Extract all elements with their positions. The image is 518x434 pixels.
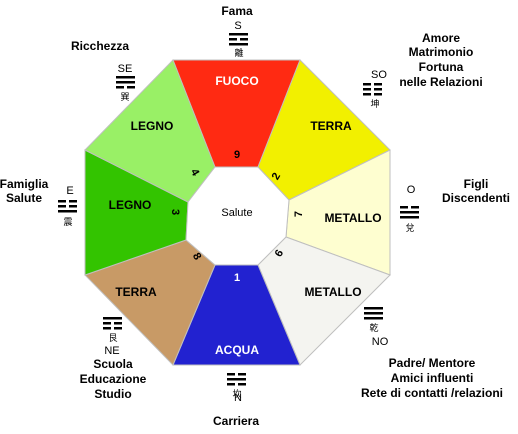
aspect-discendenti: Discendenti — [442, 191, 510, 205]
glyph-li: 離 — [234, 47, 243, 59]
sector-label-fuoco: FUOCO — [215, 74, 258, 88]
trigram-li-icon — [229, 33, 248, 46]
direction-n: N — [234, 392, 242, 404]
sector-number-9: 9 — [234, 149, 240, 161]
direction-ne: NE — [104, 345, 119, 357]
aspect-matrimonio: Matrimonio — [409, 45, 474, 59]
glyph-zhen: 震 — [63, 217, 72, 228]
sector-number-8: 8 — [190, 251, 203, 262]
sector-label-metallo-bottom: METALLO — [304, 285, 361, 299]
aspect-famiglia: Famiglia — [0, 177, 49, 191]
direction-s: S — [234, 20, 241, 32]
sector-label-metallo-top: METALLO — [324, 211, 381, 225]
aspect-nelle-relazioni: nelle Relazioni — [399, 75, 482, 89]
sector-label-acqua: ACQUA — [215, 343, 259, 357]
sector-number-3: 3 — [169, 209, 181, 215]
trigram-kun-icon — [363, 83, 382, 96]
glyph-kun: 坤 — [370, 98, 379, 110]
trigram-qian-icon — [364, 307, 383, 320]
glyph-qian: 乾 — [369, 322, 378, 334]
center-label: Salute — [221, 207, 252, 219]
trigram-xun-icon — [116, 76, 135, 89]
direction-o: O — [407, 184, 416, 196]
aspect-figli: Figli — [464, 177, 489, 191]
trigram-zhen-icon — [58, 200, 77, 213]
sector-number-6: 6 — [273, 248, 286, 259]
aspect-scuola: Scuola — [93, 357, 133, 371]
aspect-amore: Amore — [422, 31, 460, 45]
direction-e: E — [66, 185, 73, 197]
sector-label-terra-bottom: TERRA — [115, 285, 157, 299]
glyph-gen: 艮 — [108, 333, 117, 344]
direction-no: NO — [372, 336, 389, 348]
sector-number-1: 1 — [234, 272, 240, 284]
sector-label-terra-top: TERRA — [310, 119, 352, 133]
trigram-dui-icon — [400, 206, 419, 219]
glyph-dui: 兌 — [405, 223, 414, 234]
aspect-salute: Salute — [6, 191, 42, 205]
aspect-studio: Studio — [94, 387, 131, 401]
trigram-kan-icon — [227, 373, 246, 386]
aspect-padre-mentore: Padre/ Mentore — [389, 356, 476, 370]
sector-label-legno-top: LEGNO — [131, 119, 174, 133]
aspect-rete-contatti: Rete di contatti /relazioni — [361, 386, 503, 400]
glyph-xun: 巽 — [120, 92, 129, 103]
glyph-kan: 坎 — [232, 388, 241, 400]
aspect-fortuna: Fortuna — [419, 60, 464, 74]
sector-number-7: 7 — [293, 211, 305, 217]
sector-number-2: 2 — [270, 171, 283, 182]
center-octagon — [185, 166, 290, 266]
aspect-amici-influenti: Amici influenti — [391, 371, 474, 385]
direction-se: SE — [118, 63, 133, 75]
sector-label-legno-left: LEGNO — [109, 198, 152, 212]
aspect-ricchezza: Ricchezza — [71, 39, 129, 53]
aspect-carriera: Carriera — [213, 414, 259, 428]
aspect-educazione: Educazione — [80, 372, 147, 386]
aspect-fama: Fama — [221, 4, 253, 18]
trigram-gen-icon — [103, 317, 122, 330]
direction-so: SO — [371, 69, 387, 81]
